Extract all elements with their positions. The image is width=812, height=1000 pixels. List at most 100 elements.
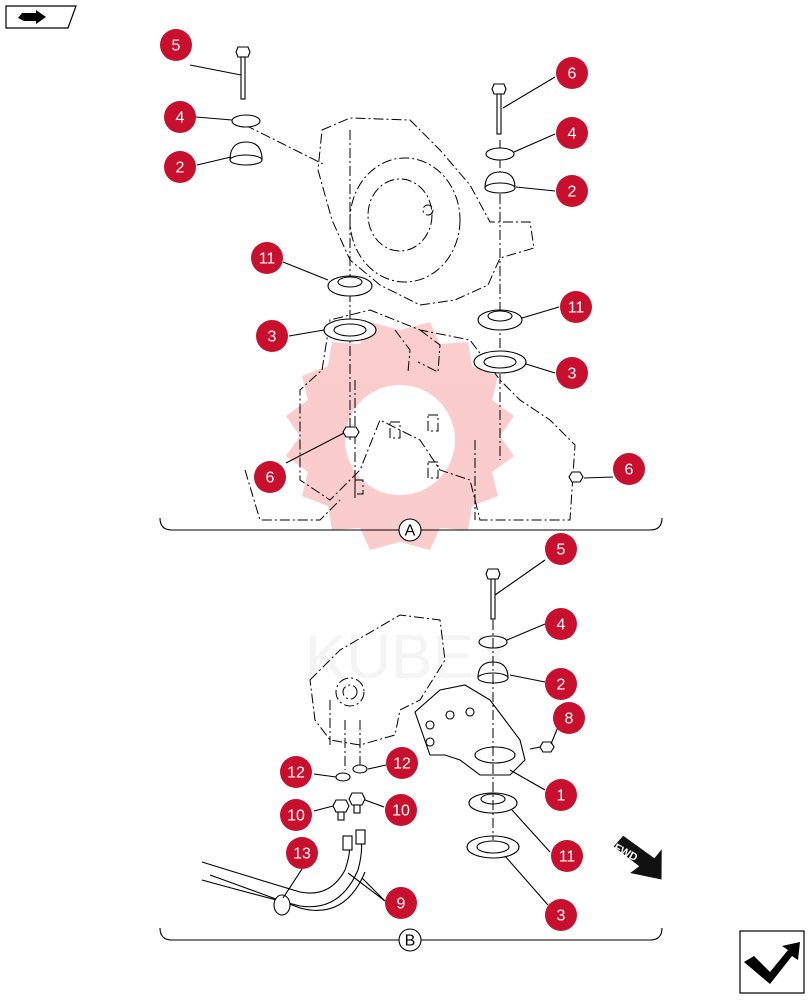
section-a-label: A: [398, 518, 422, 542]
callout-b10r[interactable]: 10: [385, 794, 417, 826]
nut-left: [342, 426, 360, 438]
callout-bubble: [560, 291, 592, 323]
back-arrow-icon[interactable]: [5, 5, 77, 29]
next-page-icon[interactable]: [739, 930, 805, 994]
callout-number: 4: [568, 126, 577, 143]
hose-clamp: [273, 894, 291, 916]
callout-b8[interactable]: 8: [553, 702, 585, 734]
callout-a6r_top[interactable]: 6: [556, 57, 588, 89]
callout-bubble: [551, 840, 583, 872]
watermark: KUBEX: [286, 322, 515, 692]
callout-b9[interactable]: 9: [385, 887, 417, 919]
callout-b2[interactable]: 2: [545, 668, 577, 700]
callout-a11r[interactable]: 11: [560, 291, 592, 323]
callout-b11[interactable]: 11: [551, 840, 583, 872]
callout-b3[interactable]: 3: [545, 899, 577, 931]
seal-left: [335, 772, 351, 782]
callout-a2r[interactable]: 2: [556, 175, 588, 207]
fitting-left: [332, 799, 350, 821]
callout-number: 10: [287, 808, 305, 825]
callout-b12l[interactable]: 12: [280, 756, 312, 788]
callout-number: 3: [268, 329, 277, 346]
callout-number: 5: [172, 38, 181, 55]
callout-number: 3: [557, 908, 566, 925]
callout-a3l[interactable]: 3: [256, 320, 288, 352]
callout-bubble: [556, 57, 588, 89]
callout-number: 6: [266, 470, 275, 487]
bolt-left: [235, 46, 251, 100]
callout-a4l[interactable]: 4: [164, 101, 196, 133]
callout-number: 10: [392, 803, 410, 820]
callout-bubble: [545, 668, 577, 700]
mount-right-lower: [477, 309, 523, 331]
callout-b4[interactable]: 4: [545, 608, 577, 640]
callout-b10l[interactable]: 10: [280, 799, 312, 831]
callout-bubble: [164, 101, 196, 133]
callout-number: 12: [393, 756, 411, 773]
section-b-label: B: [398, 928, 422, 952]
mount-left-upper: [229, 141, 263, 166]
callout-a11l[interactable]: 11: [251, 242, 283, 274]
callout-bubble: [553, 702, 585, 734]
callout-bubble: [545, 899, 577, 931]
callout-a5[interactable]: 5: [160, 29, 192, 61]
callout-a2l[interactable]: 2: [164, 151, 196, 183]
callout-number: 4: [176, 110, 185, 127]
plate-b: [466, 835, 520, 859]
callout-bubble: [386, 747, 418, 779]
callout-number: 11: [568, 300, 585, 317]
callout-bubble: [286, 837, 318, 869]
callout-number: 11: [259, 251, 276, 268]
callout-number: 1: [557, 788, 566, 805]
callout-a6l[interactable]: 6: [254, 461, 286, 493]
callout-number: 2: [176, 160, 185, 177]
callout-number: 8: [565, 711, 574, 728]
hoses: [201, 829, 366, 916]
callout-bubble: [280, 756, 312, 788]
plate-right: [473, 350, 527, 374]
callout-bubble: [385, 794, 417, 826]
callout-bubble: [160, 29, 192, 61]
section-a-drawing: [189, 46, 614, 521]
callout-bubble: [251, 242, 283, 274]
engine-bracket: [414, 684, 526, 776]
callout-number: 9: [397, 896, 406, 913]
callout-number: 5: [557, 542, 566, 559]
washer-right: [485, 147, 515, 161]
callout-bubble: [254, 461, 286, 493]
callout-number: 12: [287, 765, 305, 782]
fitting-right: [348, 792, 366, 814]
callout-bubble: [613, 453, 645, 485]
callout-a6r[interactable]: 6: [613, 453, 645, 485]
callout-number: 6: [568, 66, 577, 83]
washer-left: [231, 114, 261, 128]
callout-number: 13: [293, 846, 311, 863]
callout-number: 3: [568, 366, 577, 383]
callout-b13[interactable]: 13: [286, 837, 318, 869]
callout-bubble: [280, 799, 312, 831]
nut-right: [568, 471, 584, 483]
callout-b5[interactable]: 5: [545, 533, 577, 565]
callout-bubble: [545, 608, 577, 640]
callout-a3r[interactable]: 3: [556, 357, 588, 389]
callout-bubble: [545, 779, 577, 811]
bolt-8: [529, 741, 555, 753]
callout-bubble: [385, 887, 417, 919]
callout-bubble: [556, 117, 588, 149]
bolt-b: [485, 568, 501, 620]
plate-left: [323, 318, 377, 342]
bolt-right: [491, 83, 507, 135]
callout-b12r[interactable]: 12: [386, 747, 418, 779]
callout-bubble: [256, 320, 288, 352]
callout-b1[interactable]: 1: [545, 779, 577, 811]
mount-right-upper: [484, 171, 516, 194]
callout-number: 2: [568, 184, 577, 201]
callout-number: 11: [559, 849, 576, 866]
callout-a4r[interactable]: 4: [556, 117, 588, 149]
mount-left-lower: [327, 275, 373, 297]
callout-number: 6: [625, 462, 634, 479]
callout-bubble: [545, 533, 577, 565]
callout-bubble: [556, 357, 588, 389]
